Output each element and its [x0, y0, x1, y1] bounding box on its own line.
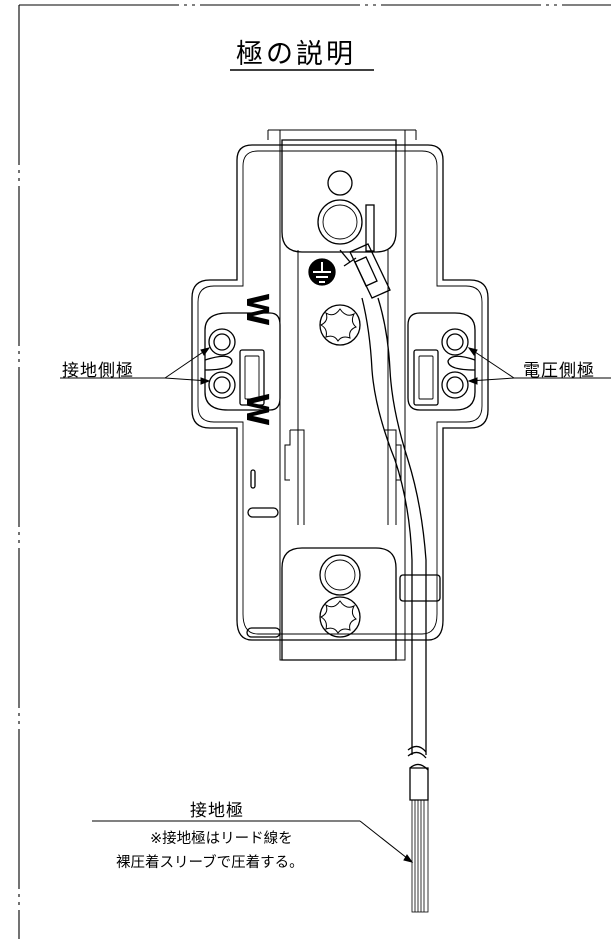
drawing-frame: [18, 4, 611, 939]
w-marking-upper: W: [239, 292, 275, 327]
w-marking-lower: W: [239, 392, 275, 427]
left-upper-screw-hole: [208, 328, 236, 356]
leader-ground-side: [60, 347, 211, 385]
outer-body-inner: [197, 150, 483, 635]
body-slots: [246, 469, 281, 638]
ground-pole-label: 接地極: [190, 801, 244, 821]
lower-cap: [281, 547, 397, 661]
left-terminal-ear: [204, 312, 281, 411]
note-line-2: 裸圧着スリーブで圧着する。: [116, 855, 304, 871]
outer-body: [191, 144, 489, 641]
note-line-1: ※接地極はリード線を: [150, 831, 293, 847]
lead-crimp: [339, 204, 391, 299]
voltage-side-pole-label: 電圧側極: [523, 361, 595, 381]
upper-cap: [281, 139, 397, 253]
ground-side-pole-label: 接地側極: [62, 361, 134, 381]
page-title: 極の説明: [236, 39, 356, 70]
earth-ground-icon: [308, 258, 336, 286]
leader-voltage-side: [467, 347, 611, 385]
center-terminal-screw: [319, 304, 361, 346]
left-lower-screw-hole: [208, 371, 236, 399]
wire-clamp: [399, 574, 441, 602]
leader-ground-pole: [92, 820, 414, 863]
right-lower-screw-hole: [441, 371, 469, 399]
center-channel: [267, 129, 417, 661]
lead-wire: [361, 297, 429, 801]
stranded-wire-end: [411, 799, 429, 913]
right-upper-screw-hole: [441, 328, 469, 356]
right-terminal-ear: [407, 312, 476, 411]
